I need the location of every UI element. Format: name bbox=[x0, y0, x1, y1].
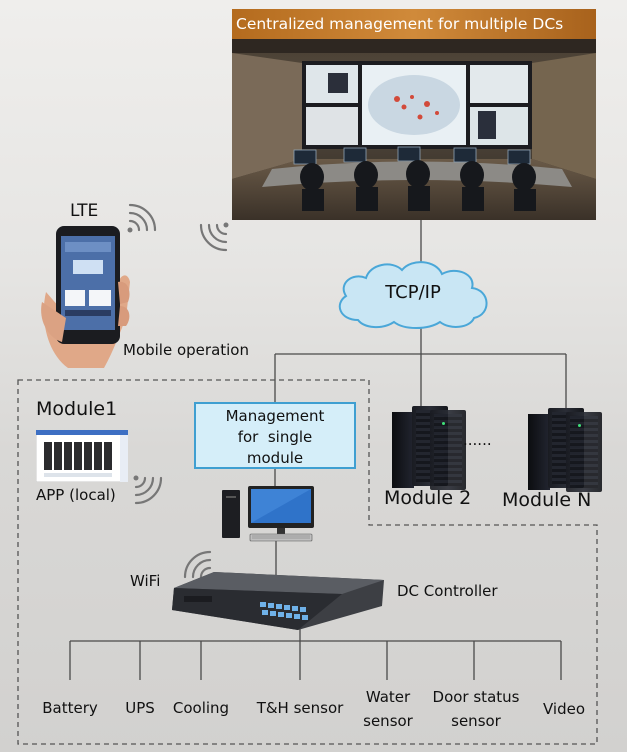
lte-label: LTE bbox=[70, 201, 99, 221]
tcp-ip-cloud bbox=[338, 261, 488, 329]
module1-title: Module1 bbox=[36, 398, 118, 420]
dc-controller-label: DC Controller bbox=[397, 582, 498, 600]
computer-icon bbox=[222, 486, 314, 542]
subsystem-door-line1: Door status bbox=[432, 688, 520, 706]
module1-boundary bbox=[17, 379, 598, 745]
control-room-image bbox=[232, 9, 596, 220]
app-local-label: APP (local) bbox=[36, 486, 116, 504]
modules-ellipsis: ...... bbox=[463, 431, 492, 449]
wifi-label: WiFi bbox=[130, 572, 161, 590]
lte-signal-icon bbox=[127, 203, 157, 233]
module2-rack-image bbox=[392, 406, 466, 490]
mobile-phone-image bbox=[41, 226, 130, 368]
subsystem-water-line2: sensor bbox=[363, 712, 413, 730]
mgmt-line-3: module bbox=[246, 449, 304, 467]
tower-signal-icon bbox=[199, 222, 229, 252]
moduleN-label: Module N bbox=[502, 489, 592, 511]
mgmt-line-2: for single bbox=[237, 428, 313, 446]
dc-controller-image bbox=[172, 572, 384, 630]
control-room-title: Centralized management for multiple DCs bbox=[232, 9, 596, 39]
subsystem-ups: UPS bbox=[125, 699, 155, 717]
subsystem-th-sensor: T&H sensor bbox=[256, 699, 344, 717]
mgmt-line-1: Management bbox=[225, 407, 325, 425]
subsystem-cooling: Cooling bbox=[172, 699, 230, 717]
subsystem-battery: Battery bbox=[42, 699, 98, 717]
wifi-signal-icon bbox=[183, 550, 213, 580]
subsystem-door-line2: sensor bbox=[451, 712, 501, 730]
module2-label: Module 2 bbox=[384, 487, 472, 509]
subsystem-water-line1: Water bbox=[365, 688, 411, 706]
tcp-ip-label: TCP/IP bbox=[385, 282, 441, 303]
app-wifi-signal-icon bbox=[133, 475, 163, 505]
mobile-operation-label: Mobile operation bbox=[123, 341, 249, 359]
subsystem-video: Video bbox=[542, 700, 586, 718]
management-single-module-box: Management for single module bbox=[194, 402, 356, 469]
local-app-screenshot bbox=[36, 430, 128, 482]
moduleN-rack-image bbox=[528, 408, 602, 492]
